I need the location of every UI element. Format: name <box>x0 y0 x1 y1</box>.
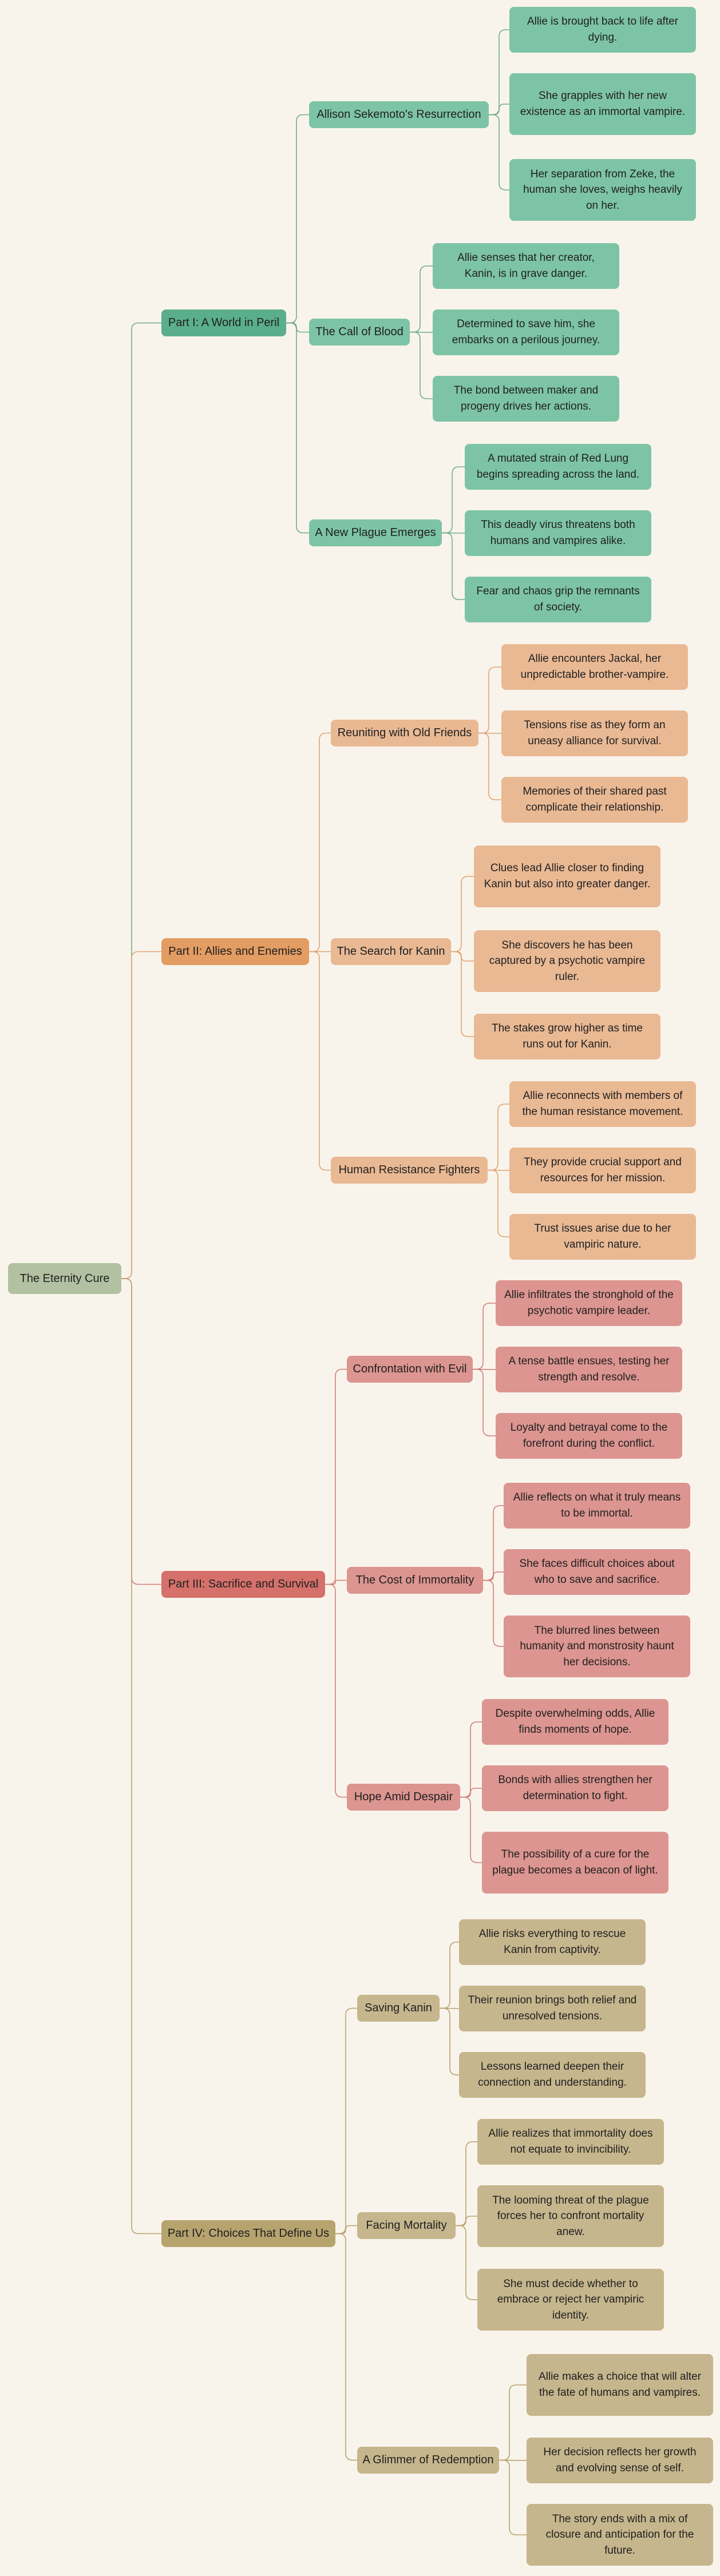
link-chapter2-2-leaf-2 <box>451 951 474 962</box>
leaf-node-2-1-2[interactable]: Tensions rise as they form an uneasy all… <box>501 711 688 756</box>
leaf-node-3-2-2[interactable]: She faces difficult choices about who to… <box>504 1549 690 1595</box>
link-chapter3-3-leaf-3 <box>460 1796 482 1863</box>
link-chapter3-2-leaf-1 <box>483 1505 504 1581</box>
link-chapter2-2-leaf-3 <box>451 951 474 1037</box>
part-node-1[interactable]: Part I: A World in Peril <box>161 309 286 336</box>
chapter-node-1-1[interactable]: Allison Sekemoto's Resurrection <box>309 101 489 128</box>
link-chapter2-1-leaf-1 <box>478 666 501 734</box>
leaf-node-4-1-2[interactable]: Their reunion brings both relief and unr… <box>459 1986 646 2031</box>
leaf-node-2-1-3[interactable]: Memories of their shared past complicate… <box>501 777 688 823</box>
leaf-node-3-1-1[interactable]: Allie infiltrates the stronghold of the … <box>496 1280 682 1326</box>
link-chapter4-2-leaf-2 <box>456 2216 477 2226</box>
chapter-node-1-2[interactable]: The Call of Blood <box>309 319 410 346</box>
link-chapter4-3-leaf-1 <box>499 2384 527 2461</box>
link-part1-chapter-2 <box>286 322 309 333</box>
leaf-node-4-2-2[interactable]: The looming threat of the plague forces … <box>477 2185 664 2247</box>
leaf-node-4-1-1[interactable]: Allie risks everything to rescue Kanin f… <box>459 1919 646 1965</box>
link-chapter4-2-leaf-1 <box>456 2141 477 2226</box>
part-node-3[interactable]: Part III: Sacrifice and Survival <box>161 1571 325 1598</box>
link-chapter3-3-leaf-2 <box>460 1788 482 1798</box>
link-root-part-4 <box>121 1278 161 2234</box>
leaf-node-1-3-2[interactable]: This deadly virus threatens both humans … <box>465 510 651 556</box>
link-chapter1-1-leaf-3 <box>489 114 509 190</box>
chapter-node-2-1[interactable]: Reuniting with Old Friends <box>331 720 478 747</box>
link-root-part-2 <box>121 951 161 1279</box>
chapter-node-3-3[interactable]: Hope Amid Despair <box>347 1784 460 1811</box>
link-chapter3-3-leaf-1 <box>460 1721 482 1798</box>
link-chapter1-1-leaf-2 <box>489 104 509 116</box>
link-root-part-1 <box>121 322 161 1279</box>
link-part3-chapter-3 <box>325 1583 347 1798</box>
leaf-node-1-1-2[interactable]: She grapples with her new existence as a… <box>509 73 696 135</box>
chapter-node-4-3[interactable]: A Glimmer of Redemption <box>357 2447 499 2474</box>
leaf-node-4-1-3[interactable]: Lessons learned deepen their connection … <box>459 2052 646 2098</box>
link-chapter4-1-leaf-3 <box>440 2007 459 2075</box>
leaf-node-4-3-3[interactable]: The story ends with a mix of closure and… <box>527 2504 713 2566</box>
leaf-node-3-3-1[interactable]: Despite overwhelming odds, Allie finds m… <box>482 1699 668 1745</box>
leaf-node-2-2-2[interactable]: She discovers he has been captured by a … <box>474 930 660 992</box>
leaf-node-1-1-1[interactable]: Allie is brought back to life after dyin… <box>509 7 696 53</box>
link-part4-chapter-3 <box>335 2233 357 2461</box>
link-chapter1-3-leaf-3 <box>442 532 465 600</box>
link-part4-chapter-2 <box>335 2225 357 2234</box>
link-part3-chapter-2 <box>325 1579 347 1585</box>
leaf-node-2-2-1[interactable]: Clues lead Allie closer to finding Kanin… <box>474 846 660 907</box>
link-chapter1-2-leaf-1 <box>410 265 433 333</box>
leaf-node-1-3-3[interactable]: Fear and chaos grip the remnants of soci… <box>465 577 651 622</box>
part-node-2[interactable]: Part II: Allies and Enemies <box>161 938 309 965</box>
leaf-node-2-3-3[interactable]: Trust issues arise due to her vampiric n… <box>509 1214 696 1260</box>
leaf-node-1-2-1[interactable]: Allie senses that her creator, Kanin, is… <box>433 243 619 289</box>
link-chapter2-1-leaf-3 <box>478 732 501 800</box>
chapter-node-2-2[interactable]: The Search for Kanin <box>331 938 451 965</box>
link-chapter1-1-leaf-1 <box>489 29 509 116</box>
link-chapter2-3-leaf-1 <box>488 1104 509 1171</box>
leaf-node-4-2-3[interactable]: She must decide whether to embrace or re… <box>477 2269 664 2331</box>
link-part1-chapter-1 <box>286 114 309 324</box>
leaf-node-3-1-3[interactable]: Loyalty and betrayal come to the forefro… <box>496 1413 682 1459</box>
link-chapter3-2-leaf-3 <box>483 1579 504 1647</box>
part-node-4[interactable]: Part IV: Choices That Define Us <box>161 2220 335 2247</box>
leaf-node-4-3-1[interactable]: Allie makes a choice that will alter the… <box>527 2354 713 2416</box>
link-chapter3-2-leaf-2 <box>483 1571 504 1581</box>
link-chapter2-2-leaf-1 <box>451 876 474 952</box>
link-chapter4-2-leaf-3 <box>456 2225 477 2300</box>
link-chapter3-1-leaf-3 <box>473 1368 496 1436</box>
leaf-node-2-2-3[interactable]: The stakes grow higher as time runs out … <box>474 1014 660 1059</box>
leaf-node-1-1-3[interactable]: Her separation from Zeke, the human she … <box>509 159 696 221</box>
link-chapter4-1-leaf-1 <box>440 1942 459 2009</box>
link-chapter2-3-leaf-3 <box>488 1169 509 1237</box>
link-chapter3-1-leaf-1 <box>473 1303 496 1370</box>
leaf-node-4-2-1[interactable]: Allie realizes that immortality does not… <box>477 2119 664 2165</box>
link-chapter1-2-leaf-3 <box>410 331 433 399</box>
link-part2-chapter-3 <box>309 951 331 1171</box>
leaf-node-3-3-3[interactable]: The possibility of a cure for the plague… <box>482 1832 668 1894</box>
link-part3-chapter-1 <box>325 1368 347 1585</box>
link-part4-chapter-1 <box>335 2007 357 2234</box>
leaf-node-3-1-2[interactable]: A tense battle ensues, testing her stren… <box>496 1347 682 1392</box>
leaf-node-2-1-1[interactable]: Allie encounters Jackal, her unpredictab… <box>501 644 688 690</box>
leaf-node-2-3-1[interactable]: Allie reconnects with members of the hum… <box>509 1081 696 1127</box>
leaf-node-1-2-2[interactable]: Determined to save him, she embarks on a… <box>433 309 619 355</box>
chapter-node-3-2[interactable]: The Cost of Immortality <box>347 1567 483 1594</box>
link-part1-chapter-3 <box>286 322 309 534</box>
chapter-node-2-3[interactable]: Human Resistance Fighters <box>331 1157 488 1184</box>
link-part2-chapter-1 <box>309 732 331 952</box>
leaf-node-3-2-1[interactable]: Allie reflects on what it truly means to… <box>504 1483 690 1529</box>
chapter-node-4-2[interactable]: Facing Mortality <box>357 2212 456 2239</box>
leaf-node-1-2-3[interactable]: The bond between maker and progeny drive… <box>433 376 619 422</box>
link-chapter1-3-leaf-1 <box>442 466 465 534</box>
link-chapter4-3-leaf-3 <box>499 2459 527 2535</box>
root-node[interactable]: The Eternity Cure <box>8 1263 121 1294</box>
chapter-node-1-3[interactable]: A New Plague Emerges <box>309 519 442 546</box>
chapter-node-4-1[interactable]: Saving Kanin <box>357 1995 440 2022</box>
link-root-part-3 <box>121 1278 161 1585</box>
leaf-node-3-2-3[interactable]: The blurred lines between humanity and m… <box>504 1616 690 1677</box>
leaf-node-4-3-2[interactable]: Her decision reflects her growth and evo… <box>527 2438 713 2483</box>
leaf-node-2-3-2[interactable]: They provide crucial support and resourc… <box>509 1148 696 1193</box>
leaf-node-3-3-2[interactable]: Bonds with allies strengthen her determi… <box>482 1765 668 1811</box>
leaf-node-1-3-1[interactable]: A mutated strain of Red Lung begins spre… <box>465 444 651 490</box>
chapter-node-3-1[interactable]: Confrontation with Evil <box>347 1356 473 1383</box>
